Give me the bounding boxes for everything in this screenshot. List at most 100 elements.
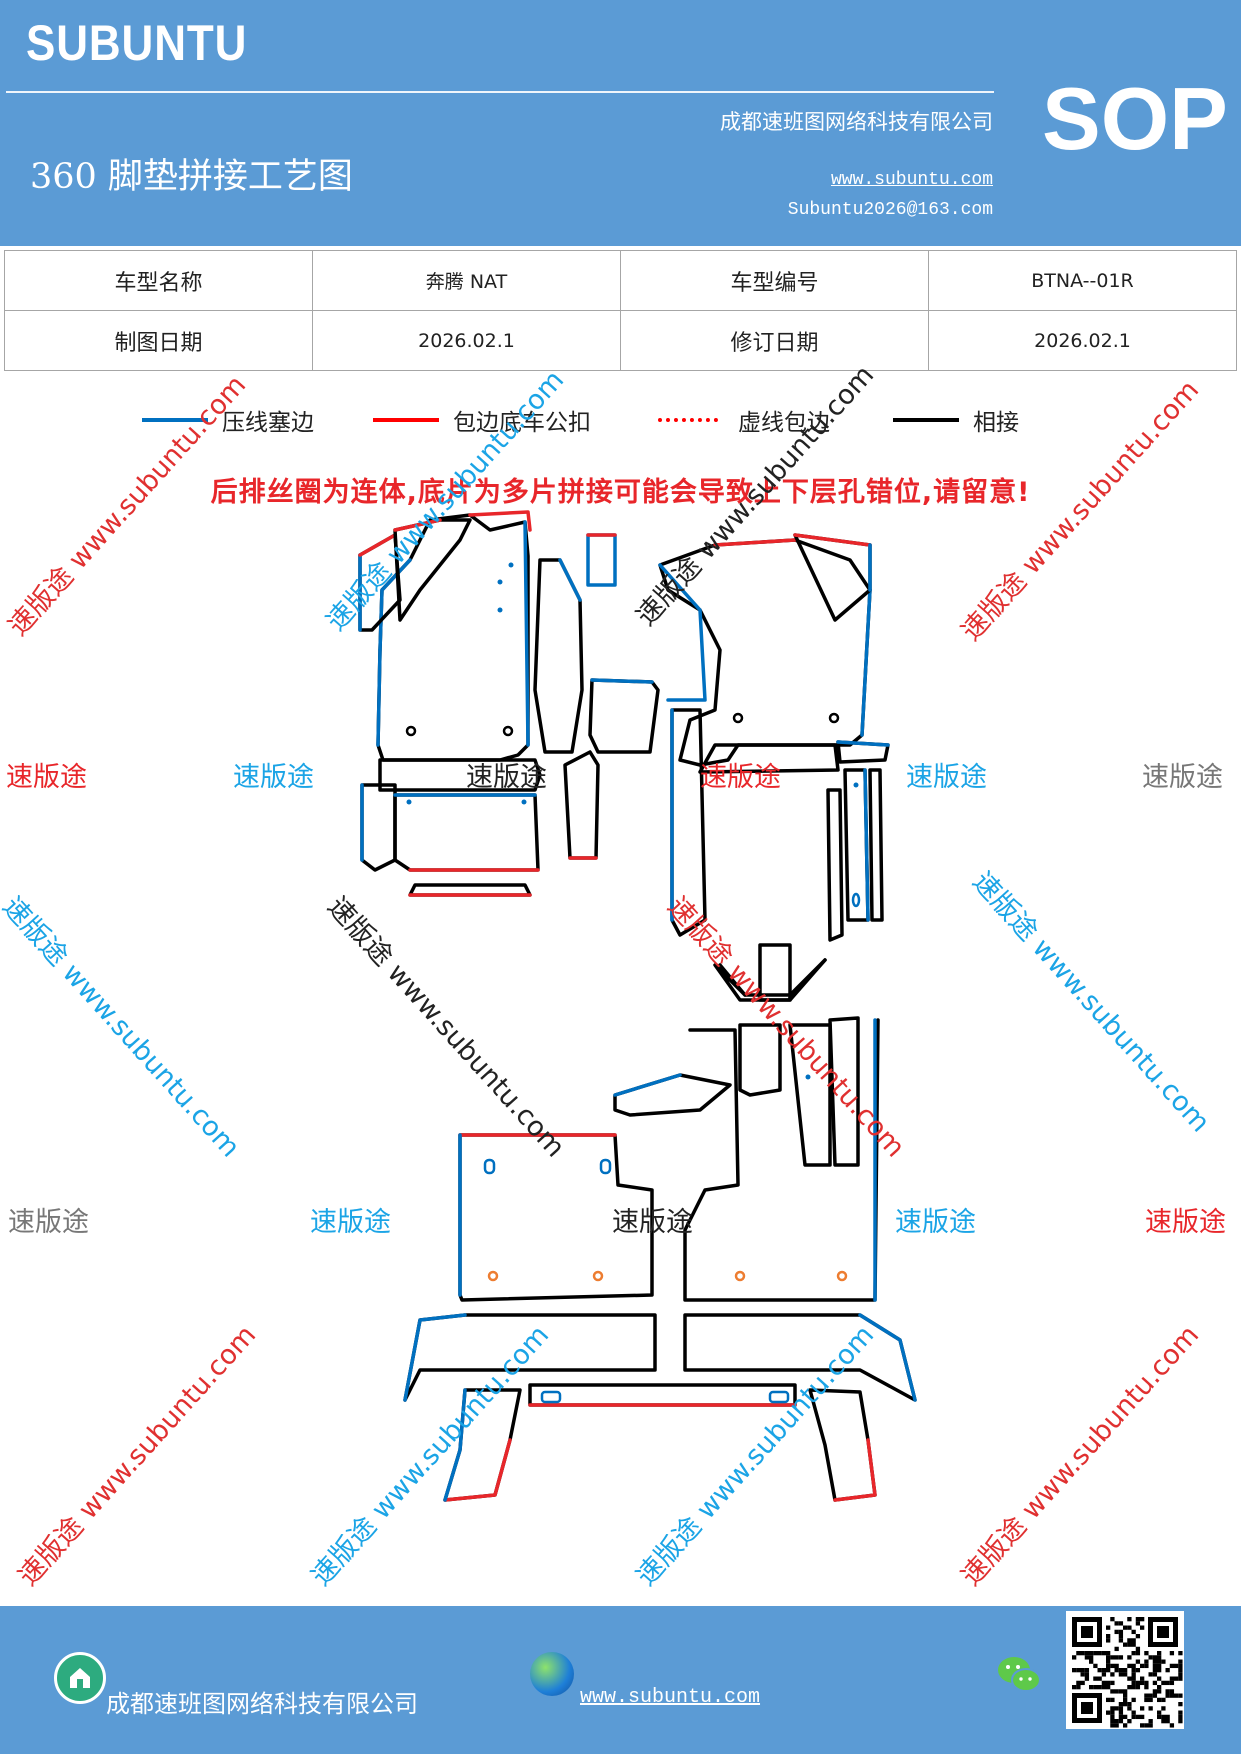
qr-module [1106, 1638, 1111, 1643]
qr-module [1127, 1685, 1132, 1690]
mat-piece [670, 708, 707, 937]
legend-swatch [373, 418, 439, 422]
qr-module [1131, 1710, 1136, 1715]
qr-module [1093, 1651, 1098, 1656]
qr-code[interactable] [1066, 1611, 1184, 1729]
qr-module [1084, 1676, 1090, 1681]
qr-module [1114, 1663, 1119, 1669]
qr-module [1144, 1693, 1149, 1698]
mat-piece [588, 678, 660, 754]
qr-module [1169, 1693, 1175, 1698]
qr-module [1101, 1651, 1107, 1656]
watermark-text: 速版途 [8, 1207, 89, 1238]
qr-module [1131, 1668, 1136, 1673]
qr-module [1101, 1680, 1107, 1686]
qr-module [1101, 1668, 1107, 1673]
qr-module [1165, 1693, 1170, 1698]
qr-module [1114, 1668, 1119, 1673]
qr-module [1144, 1685, 1149, 1690]
watermark-text: 速版途 [612, 1207, 693, 1238]
home-badge-icon [54, 1652, 106, 1704]
qr-module [1118, 1714, 1124, 1720]
qr-module [1148, 1706, 1153, 1711]
value-model-code: BTNA--01R [928, 250, 1237, 311]
qr-module [1140, 1625, 1145, 1630]
qr-module [1114, 1723, 1119, 1728]
qr-module [1118, 1689, 1124, 1694]
vehicle-info-table: 车型名称 奔腾 NAT 车型编号 BTNA--01R 制图日期 2026.02.… [4, 250, 1237, 371]
qr-module [1127, 1642, 1132, 1647]
qr-module [1140, 1663, 1145, 1669]
qr-module [1084, 1672, 1090, 1677]
mat-piece [458, 1133, 654, 1302]
qr-module [1097, 1668, 1102, 1673]
qr-module [1174, 1663, 1179, 1669]
mat-piece [403, 1313, 657, 1402]
qr-module [1178, 1714, 1183, 1720]
qr-module [1178, 1719, 1183, 1724]
qr-module [1106, 1659, 1111, 1664]
legend-label: 相接 [973, 410, 1019, 436]
qr-module [1131, 1680, 1136, 1686]
qr-module [1118, 1702, 1124, 1707]
mat-piece [393, 793, 540, 872]
qr-module [1076, 1651, 1081, 1656]
qr-module [1110, 1672, 1115, 1677]
qr-module [1140, 1706, 1145, 1711]
mounting-holes [405, 562, 861, 1282]
mat-piece [836, 740, 890, 764]
qr-module [1161, 1697, 1166, 1703]
qr-module [1123, 1702, 1128, 1707]
qr-module [1157, 1663, 1162, 1669]
qr-module [1093, 1663, 1098, 1669]
wechat-icon[interactable] [996, 1654, 1042, 1696]
qr-module [1157, 1651, 1162, 1656]
qr-module [1131, 1697, 1136, 1703]
legend-item: 包边底车公扣 [373, 400, 591, 440]
qr-module [1148, 1723, 1153, 1728]
qr-module [1161, 1719, 1166, 1724]
qr-module [1178, 1663, 1183, 1669]
qr-module [1118, 1621, 1124, 1626]
qr-module [1106, 1668, 1111, 1673]
legend-label: 包边底车公扣 [453, 410, 591, 436]
qr-module [1131, 1714, 1136, 1720]
qr-module [1123, 1625, 1128, 1630]
watermark-text: 速版途 [233, 762, 314, 793]
qr-module [1169, 1689, 1175, 1694]
footer-website-link[interactable]: www.subuntu.com [580, 1686, 761, 1709]
qr-module [1152, 1680, 1158, 1686]
qr-module [1131, 1642, 1136, 1647]
mat-piece [713, 943, 827, 1002]
qr-module [1178, 1659, 1183, 1664]
qr-module [1110, 1719, 1115, 1724]
qr-module [1072, 1685, 1077, 1690]
header-email: Subuntu2026@163.com [787, 200, 993, 220]
header-website-link[interactable]: www.subuntu.com [830, 170, 993, 190]
qr-module [1089, 1659, 1094, 1664]
watermark-text: 速版途 [6, 762, 87, 793]
qr-module [1123, 1697, 1128, 1703]
footer-company: 成都速班图网络科技有限公司 [106, 1690, 418, 1718]
qr-module [1106, 1625, 1111, 1630]
qr-module [1123, 1723, 1128, 1728]
qr-module [1080, 1668, 1085, 1673]
qr-module [1161, 1714, 1166, 1720]
mat-piece [563, 750, 600, 860]
qr-module [1135, 1651, 1141, 1656]
brand-logo: SUBUNTU [26, 15, 248, 71]
qr-module [1114, 1689, 1119, 1694]
qr-module [1106, 1655, 1111, 1660]
qr-module [1106, 1634, 1111, 1639]
qr-module [1140, 1676, 1145, 1681]
qr-module [1093, 1685, 1098, 1690]
qr-module [1157, 1655, 1162, 1660]
warning-notice: 后排丝圈为连体,底片为多片拼接可能会导致上下层孔错位,请留意! [210, 477, 1031, 508]
qr-module [1174, 1693, 1179, 1698]
qr-module [1097, 1651, 1102, 1656]
qr-module [1144, 1680, 1149, 1686]
qr-module [1123, 1672, 1128, 1677]
legend-label: 压线塞边 [222, 410, 314, 436]
qr-module [1140, 1723, 1145, 1728]
header-company: 成都速班图网络科技有限公司 [720, 110, 993, 134]
